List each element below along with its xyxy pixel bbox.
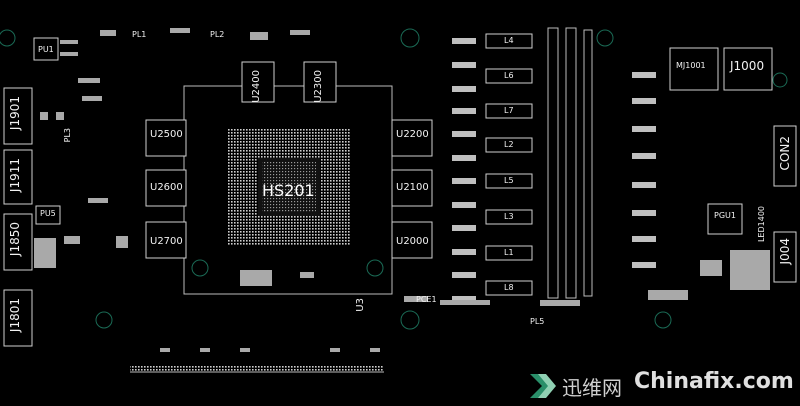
label-pl5: PL5 (530, 317, 545, 326)
label-mj1001: MJ1001 (676, 61, 706, 70)
connector-j1000: J1000 (730, 59, 765, 73)
mem-u2200: U2200 (396, 129, 429, 140)
connector-j1801: J1801 (8, 298, 22, 333)
inductor-l2: L2 (504, 140, 514, 149)
label-pu5: PU5 (40, 209, 56, 218)
mem-u2400: U2400 (251, 70, 262, 103)
mounting-holes (0, 28, 788, 330)
connector-j004: J004 (778, 238, 792, 265)
chinafix-logo-icon (530, 374, 556, 398)
inductor-l4: L4 (504, 36, 514, 45)
label-pce1: PCE1 (416, 295, 437, 304)
inductor-l5: L5 (504, 176, 514, 185)
watermark-en: Chinafix.com (634, 369, 794, 394)
inductor-l8: L8 (504, 283, 514, 292)
mem-u2500: U2500 (150, 129, 183, 140)
label-pgu1: PGU1 (714, 211, 736, 220)
mem-u2600: U2600 (150, 182, 183, 193)
watermark-cn: 迅维网 (562, 376, 622, 400)
inductor-l1: L1 (504, 248, 514, 257)
mem-u2000: U2000 (396, 236, 429, 247)
inductor-l6: L6 (504, 71, 514, 80)
label-pl2: PL2 (210, 30, 225, 39)
connector-j1850: J1850 (8, 222, 22, 257)
inductor-l7: L7 (504, 106, 514, 115)
label-pu1: PU1 (38, 45, 54, 54)
label-u3: U3 (355, 298, 366, 312)
gpu-label: HS201 (262, 181, 315, 200)
connector-con2: CON2 (778, 136, 792, 171)
label-led1400: LED1400 (757, 206, 766, 243)
gpu-bga (228, 128, 350, 246)
label-pl1: PL1 (132, 30, 147, 39)
mem-u2100: U2100 (396, 182, 429, 193)
connector-j1901: J1901 (8, 96, 22, 131)
mem-u2700: U2700 (150, 236, 183, 247)
label-pl3: PL3 (63, 128, 72, 143)
mem-u2300: U2300 (313, 70, 324, 103)
inductor-l3: L3 (504, 212, 514, 221)
connector-j1911: J1911 (8, 158, 22, 193)
